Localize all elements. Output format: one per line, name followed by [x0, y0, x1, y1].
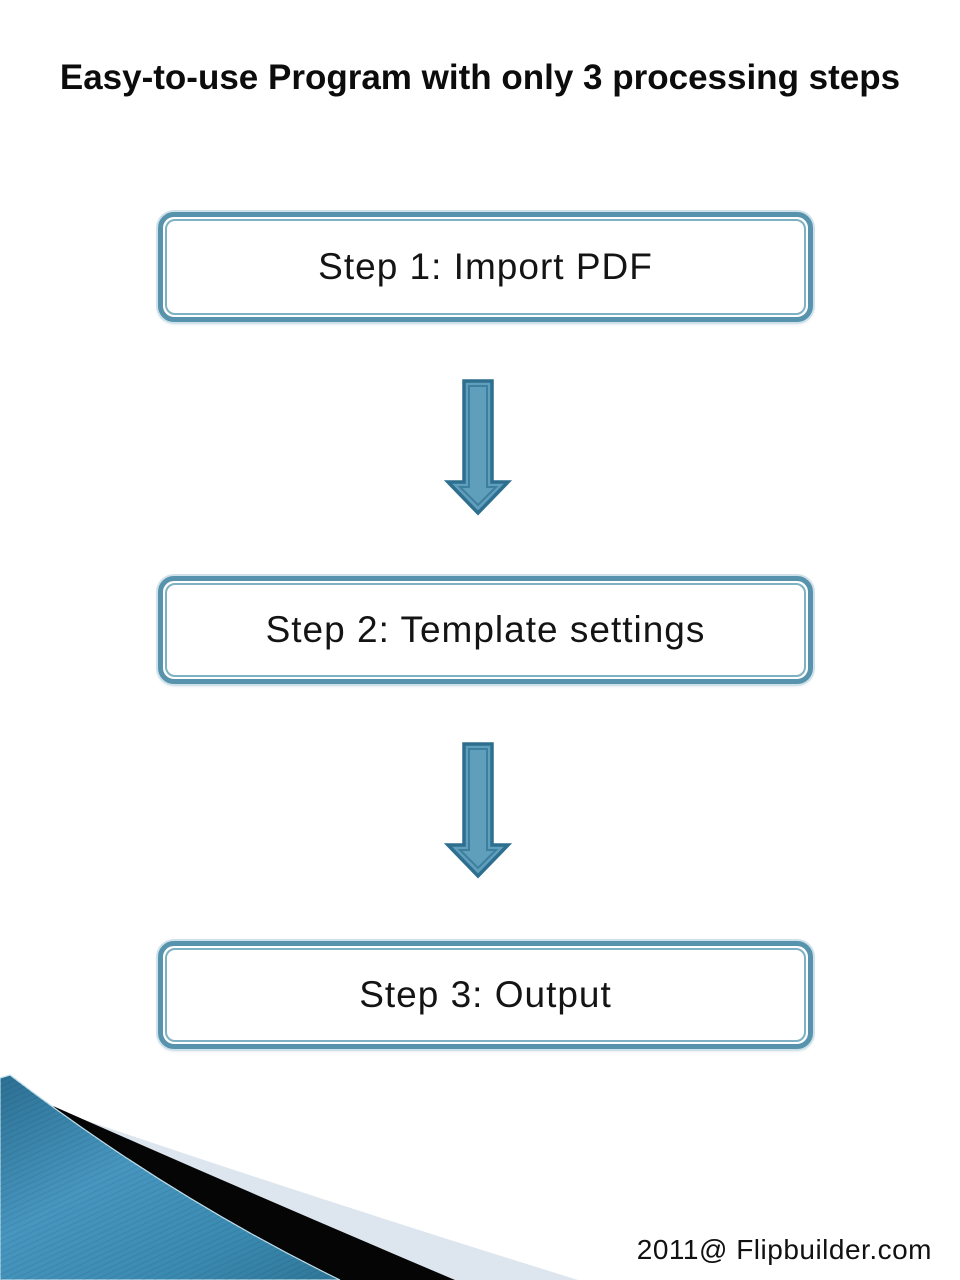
step-3-box-inner: Step 3: Output — [165, 948, 806, 1042]
step-1-label: Step 1: Import PDF — [318, 246, 653, 287]
down-arrow-icon — [443, 742, 513, 879]
down-arrow-icon — [443, 379, 513, 516]
step-1-box-inner: Step 1: Import PDF — [165, 219, 806, 315]
footer-credit: 2011@ Flipbuilder.com — [636, 1234, 932, 1265]
step-2-label: Step 2: Template settings — [265, 609, 706, 650]
corner-swoosh-decoration — [0, 1074, 578, 1280]
step-2-box-inner: Step 2: Template settings — [165, 583, 806, 677]
step-3-label: Step 3: Output — [359, 974, 612, 1015]
slide-title: Easy-to-use Program with only 3 processi… — [59, 58, 901, 97]
step-2-box: Step 2: Template settings — [158, 576, 813, 684]
step-3-box: Step 3: Output — [158, 941, 813, 1049]
step-1-box: Step 1: Import PDF — [158, 212, 813, 322]
